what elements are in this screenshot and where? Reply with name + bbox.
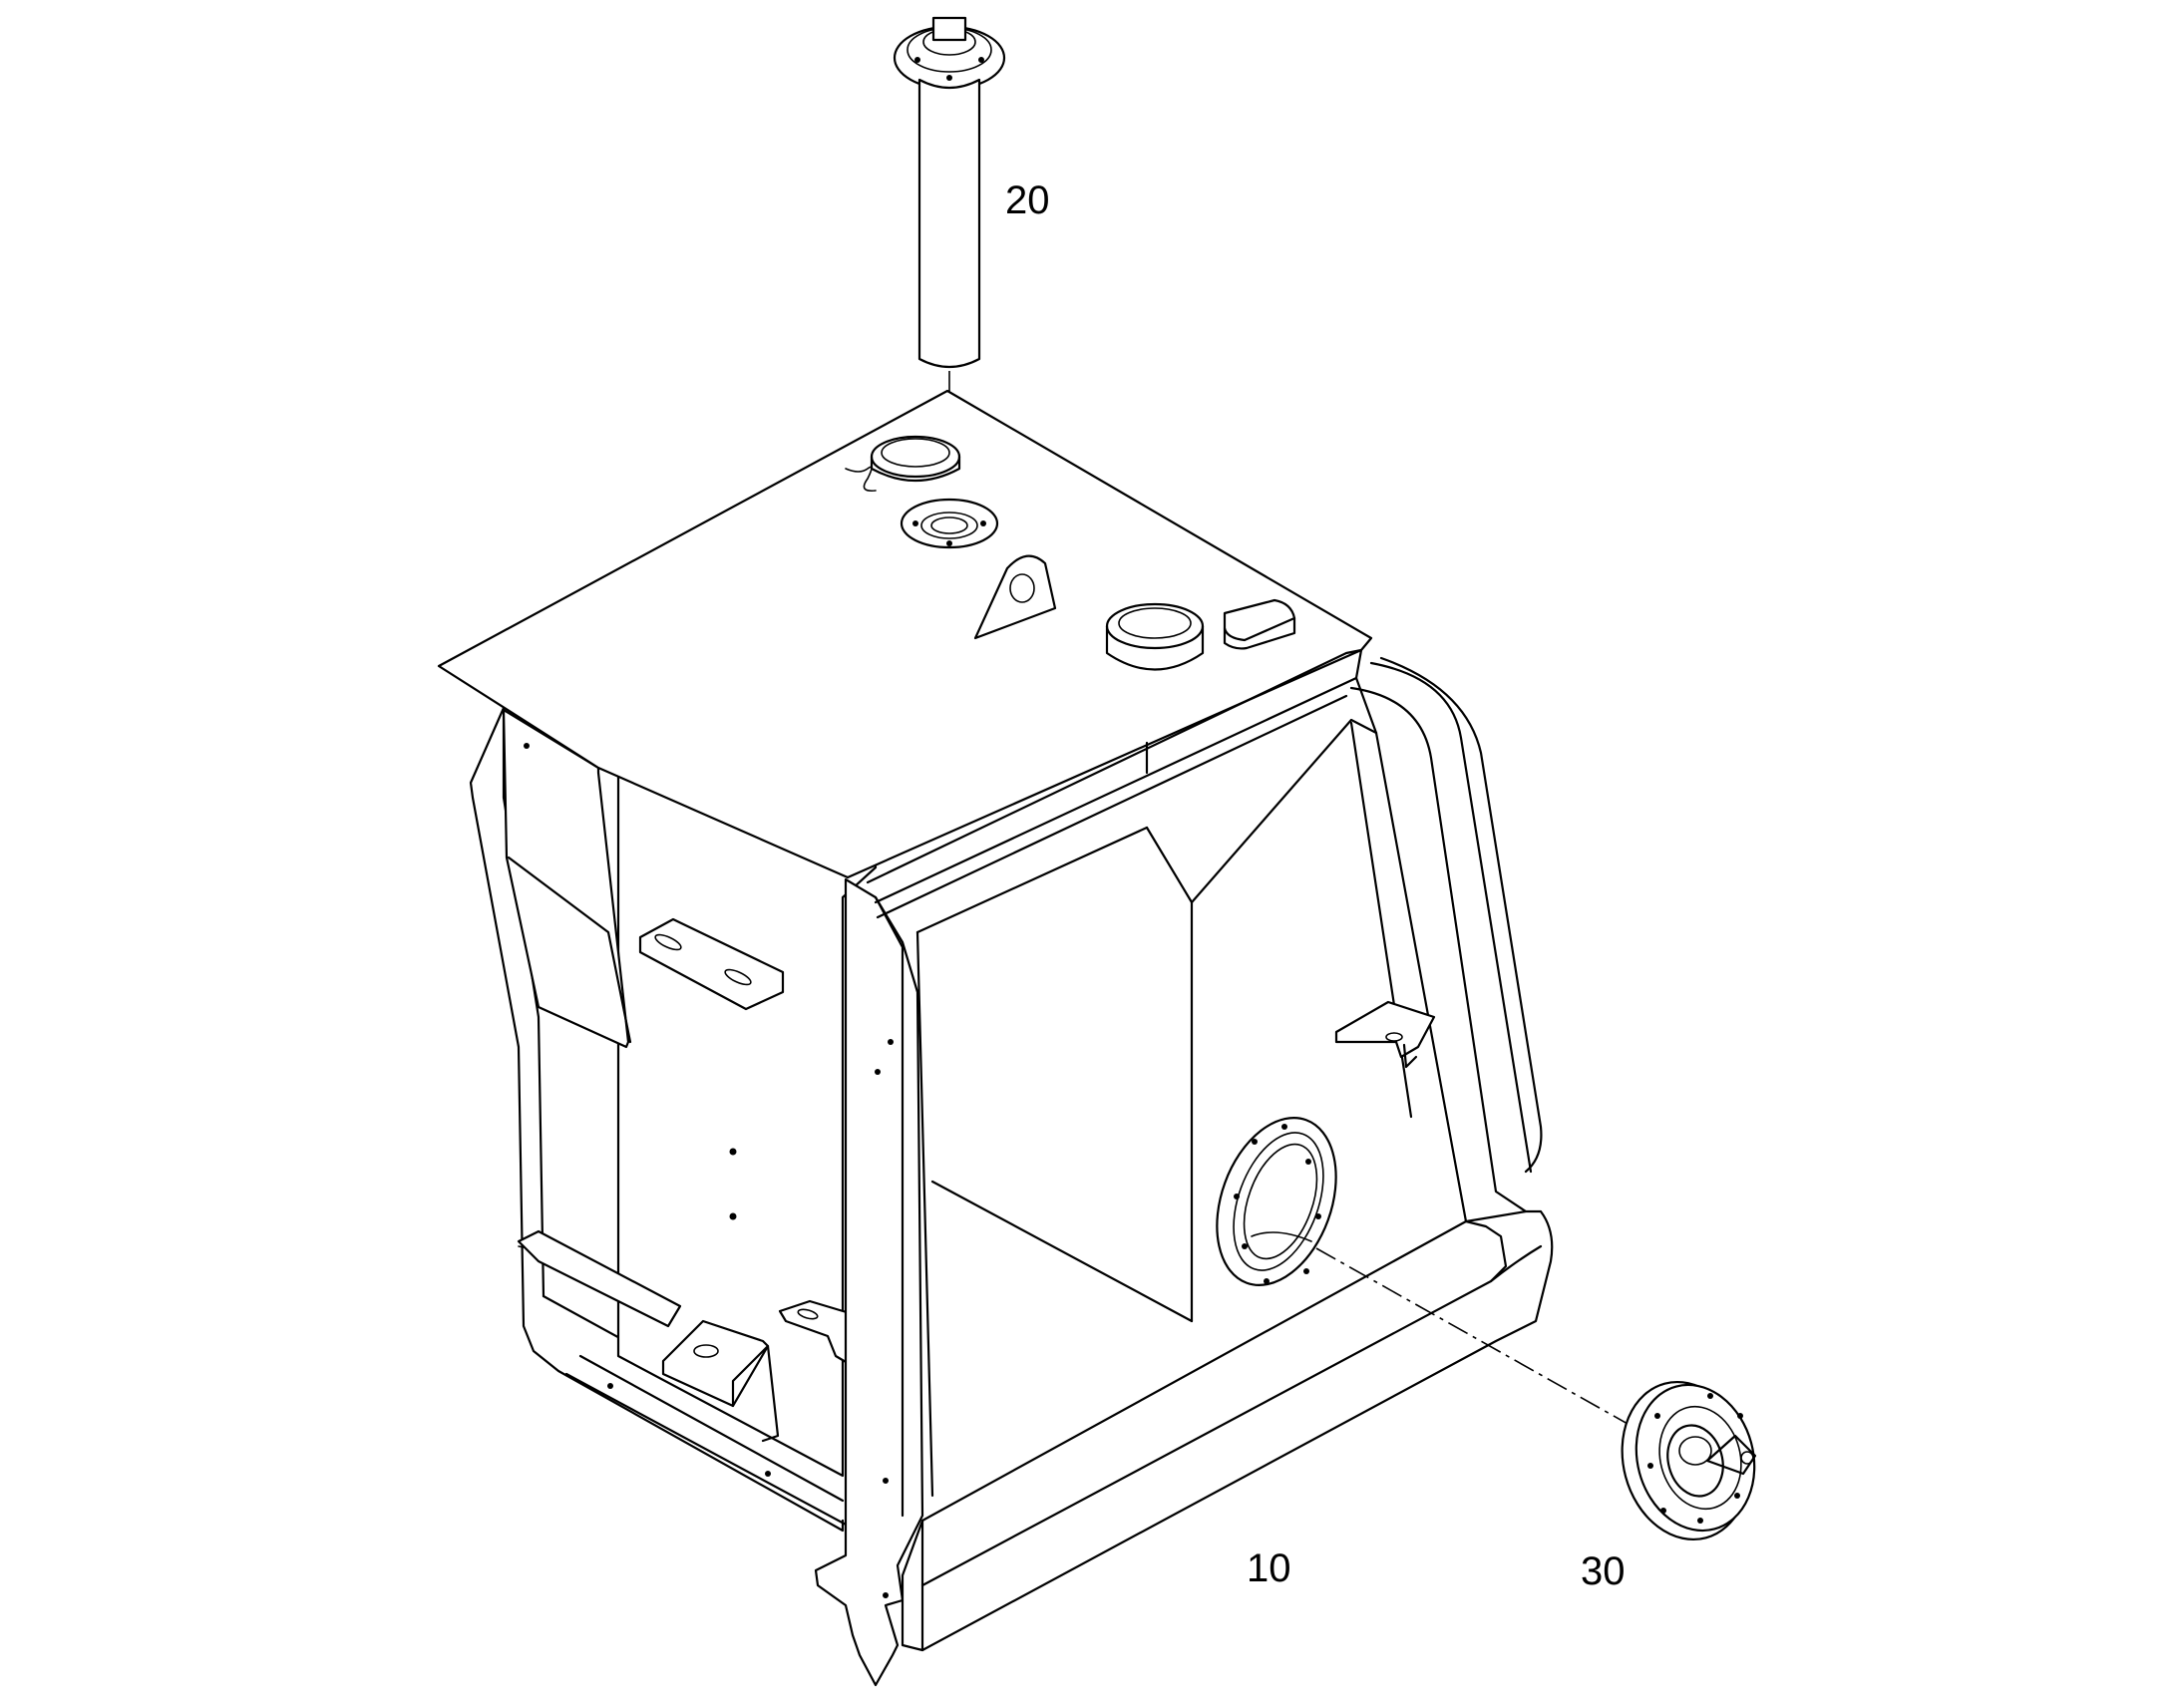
callout-label-10: 10 bbox=[1247, 1546, 1291, 1590]
callout-label-20: 20 bbox=[1005, 178, 1050, 222]
fuel-sender-part bbox=[893, 16, 1006, 369]
top-fittings bbox=[845, 435, 1296, 671]
fuel-tank-part bbox=[437, 389, 1554, 1687]
assembly-centerline-30 bbox=[1315, 1247, 1676, 1452]
filler-flange-part bbox=[1621, 1380, 1757, 1541]
tank-outlet-flange bbox=[1216, 1117, 1337, 1286]
callout-label-30: 30 bbox=[1581, 1549, 1626, 1593]
